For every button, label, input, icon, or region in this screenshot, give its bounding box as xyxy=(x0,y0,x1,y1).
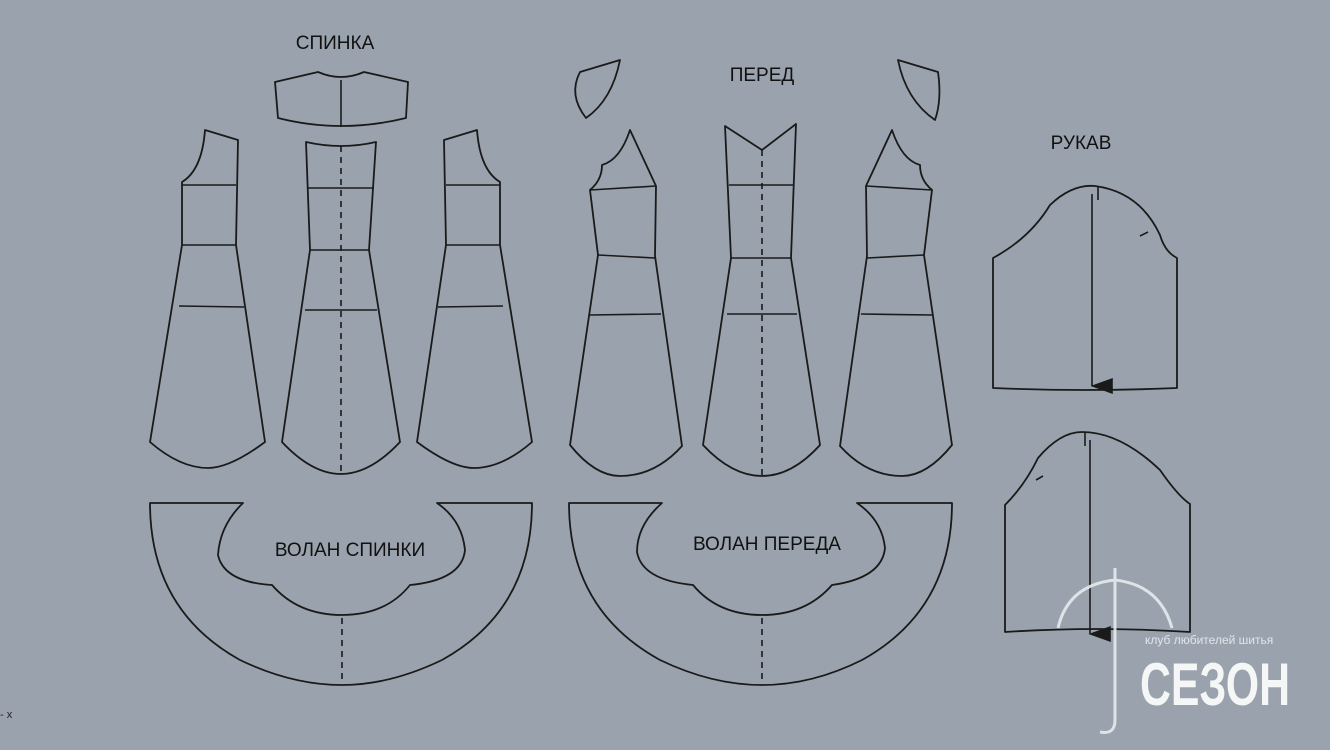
corner-mark: - x xyxy=(0,709,13,721)
label-front-flounce: ВОЛАН ПЕРЕДА xyxy=(693,534,841,555)
sleeve-top xyxy=(992,184,1178,394)
label-back: СПИНКА xyxy=(296,33,375,54)
club-logo: клуб любителей шитья СЕЗОН xyxy=(1056,568,1290,734)
label-sleeve: РУКАВ xyxy=(1051,133,1112,154)
logo-name: СЕЗОН xyxy=(1140,651,1290,718)
label-front: ПЕРЕД xyxy=(730,65,795,86)
back-flounce xyxy=(149,502,533,686)
front-side-right xyxy=(839,129,953,477)
back-yoke xyxy=(274,71,409,127)
front-armhole-facing-right xyxy=(897,59,941,121)
back-side-left xyxy=(149,129,266,469)
label-back-flounce: ВОЛАН СПИНКИ xyxy=(275,540,425,561)
front-center xyxy=(702,123,821,477)
front-armhole-facing-left xyxy=(574,59,621,119)
logo-tagline: клуб любителей шитья xyxy=(1145,633,1273,647)
back-side-right xyxy=(416,129,533,469)
front-side-left xyxy=(569,129,683,477)
sleeve-bottom xyxy=(1004,431,1191,642)
back-center xyxy=(281,141,401,475)
front-flounce xyxy=(568,502,953,686)
